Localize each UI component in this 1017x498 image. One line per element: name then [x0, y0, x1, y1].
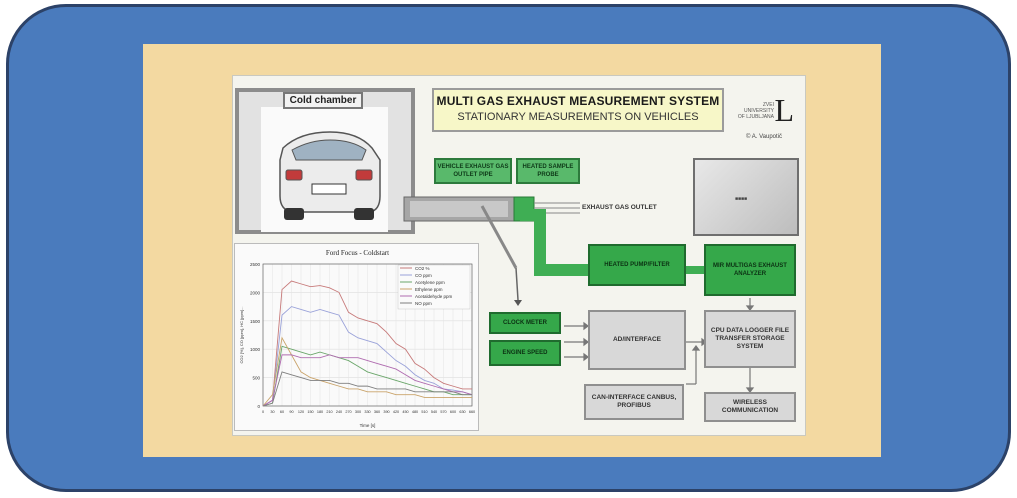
- y-tick-label: 500: [252, 376, 260, 381]
- chart-svg: Ford Focus - Coldstart050010001500200025…: [239, 249, 475, 428]
- engine-speed-box: ENGINE SPEED: [489, 340, 561, 366]
- x-tick-label: 540: [431, 410, 437, 414]
- legend-box: [397, 264, 471, 310]
- legend-label: Ethylene ppm: [415, 287, 443, 292]
- title-box: MULTI GAS EXHAUST MEASUREMENT SYSTEM STA…: [432, 88, 724, 132]
- y-axis-label: CO2 [%], CO [ppm], HC [ppm]...: [239, 307, 244, 364]
- logo-line-1: ZVEI: [762, 102, 774, 108]
- x-tick-label: 630: [459, 410, 465, 414]
- x-tick-label: 480: [412, 410, 418, 414]
- x-tick-label: 30: [270, 410, 274, 414]
- cpu-box: CPU DATA LOGGER FILE TRANSFER STORAGE SY…: [704, 310, 796, 368]
- heated-probe-box: HEATED SAMPLE PROBE: [516, 158, 580, 184]
- x-axis-label: Time [s]: [360, 423, 376, 428]
- legend-label: CO2 %: [415, 266, 430, 271]
- ad-interface-box: AD/INTERFACE: [588, 310, 686, 370]
- logo-copyright: © A. Vaupotič: [746, 134, 782, 140]
- legend-label: Acetylene ppm: [415, 280, 445, 285]
- legend-label: NO ppm: [415, 301, 432, 306]
- connector-arrows: [564, 298, 755, 393]
- diagram-title: MULTI GAS EXHAUST MEASUREMENT SYSTEM: [436, 94, 720, 108]
- x-tick-label: 90: [289, 410, 293, 414]
- x-tick-label: 360: [374, 410, 380, 414]
- logo-letter: L: [774, 92, 794, 128]
- can-interface-box: CAN-INTERFACE CANBUS, PROFIBUS: [584, 384, 684, 420]
- x-tick-label: 450: [402, 410, 408, 414]
- x-tick-label: 60: [280, 410, 284, 414]
- car-icon: [279, 131, 381, 220]
- diagram-subtitle: STATIONARY MEASUREMENTS ON VEHICLES: [457, 111, 699, 123]
- series-line-5: [262, 371, 472, 407]
- sample-line: [520, 209, 704, 276]
- x-tick-label: 210: [326, 410, 332, 414]
- heated-filter-box: HEATED PUMP/FILTER: [588, 244, 686, 286]
- x-tick-label: 660: [469, 410, 475, 414]
- x-tick-label: 180: [317, 410, 323, 414]
- x-tick-label: 300: [355, 410, 361, 414]
- series-line-4: [262, 354, 473, 407]
- y-tick-label: 1500: [250, 319, 261, 324]
- wireless-box: WIRELESS COMMUNICATION: [704, 392, 796, 422]
- x-tick-label: 150: [307, 410, 313, 414]
- x-tick-label: 120: [298, 410, 304, 414]
- chart-title: Ford Focus - Coldstart: [326, 249, 389, 257]
- y-tick-label: 0: [257, 404, 260, 409]
- gas-pipe: [403, 196, 580, 222]
- mir-analyzer-box: MIR MULTIGAS EXHAUST ANALYZER: [704, 244, 796, 296]
- y-tick-label: 1000: [250, 347, 261, 352]
- university-logo: ZVEI UNIVERSITY OF LJUBLJANA L © A. Vaup…: [736, 92, 798, 142]
- series-line-3: [262, 336, 472, 407]
- legend-label: Acetaldehyde ppm: [415, 294, 453, 299]
- y-tick-label: 2500: [250, 262, 261, 267]
- logo-line-2: UNIVERSITY: [743, 108, 774, 114]
- series-line-0: [262, 280, 472, 407]
- logo-line-3: OF LJUBLJANA: [737, 114, 774, 120]
- chamber-label: Cold chamber: [283, 92, 363, 109]
- x-tick-label: 570: [440, 410, 446, 414]
- x-tick-label: 330: [364, 410, 370, 414]
- vehicle-exhaust-box: VEHICLE EXHAUST GAS OUTLET PIPE: [434, 158, 512, 184]
- legend-label: CO ppm: [415, 273, 432, 278]
- series-line-1: [262, 306, 473, 407]
- x-tick-label: 390: [383, 410, 389, 414]
- plot-area: [262, 263, 473, 407]
- x-tick-label: 240: [336, 410, 342, 414]
- x-tick-label: 0: [262, 410, 264, 414]
- analyzer-device: ■■■■: [693, 158, 799, 236]
- exhaust-outlet-label: EXHAUST GAS OUTLET: [582, 204, 657, 211]
- x-tick-label: 510: [421, 410, 427, 414]
- y-tick-label: 2000: [250, 290, 261, 295]
- x-tick-label: 420: [393, 410, 399, 414]
- x-tick-label: 270: [345, 410, 351, 414]
- probe: [480, 205, 522, 306]
- x-tick-label: 600: [450, 410, 456, 414]
- clock-meter-box: CLOCK METER: [489, 312, 561, 334]
